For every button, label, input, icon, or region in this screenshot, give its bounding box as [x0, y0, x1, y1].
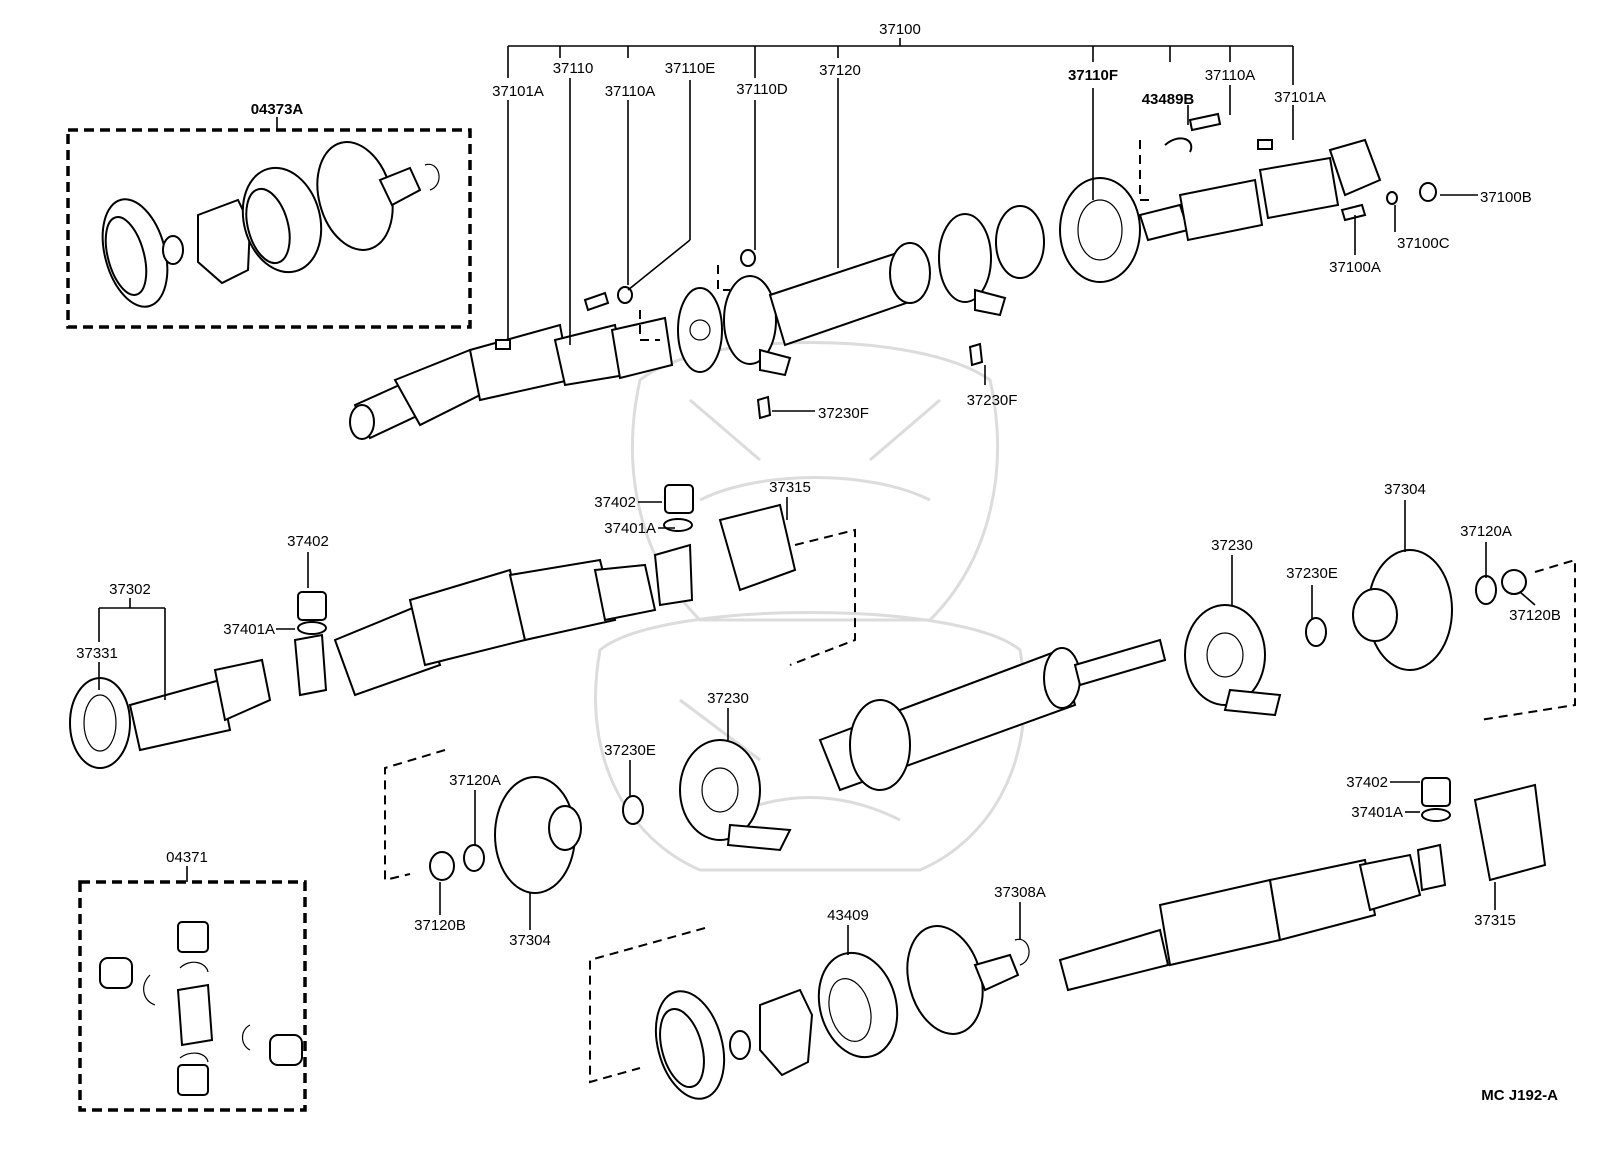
- label-37100A: 37100A: [1329, 259, 1381, 276]
- rubber-coupling: [1059, 177, 1141, 283]
- label-37101A-2: 37101A: [1274, 89, 1326, 106]
- label-37110D: 37110D: [736, 81, 788, 98]
- center-bearing-4: [679, 739, 792, 852]
- label-37101A-1: 37101A: [492, 83, 544, 100]
- label-37120: 37120: [819, 62, 861, 79]
- label-37401A-2: 37401A: [223, 621, 275, 638]
- watermark-emblem: [594, 341, 1026, 872]
- top-propeller-shaft: [349, 138, 1382, 440]
- label-37100: 37100: [879, 21, 921, 38]
- cv-joint-outer-housing: [316, 141, 422, 251]
- label-37110A-2: 37110A: [1205, 67, 1256, 84]
- middle-right-shaft: [818, 549, 1576, 792]
- middle-lower-parts: [384, 739, 792, 894]
- cv-joint-cover: [101, 198, 169, 308]
- middle-leader-lines: [98, 497, 1536, 930]
- bottom-leader-lines: [847, 781, 1496, 955]
- cv-joint-cover-bottom: [654, 990, 726, 1100]
- label-04373A: 04373A: [251, 101, 304, 118]
- label-43489B: 43489B: [1142, 91, 1195, 108]
- label-37110E: 37110E: [665, 60, 716, 77]
- flange-yoke: [677, 287, 723, 373]
- label-37401A-1: 37401A: [604, 520, 656, 537]
- bottom-propeller-shaft: [589, 777, 1547, 1100]
- label-37120A-2: 37120A: [449, 772, 501, 789]
- diagram-code: MC J192-A: [1481, 1087, 1558, 1104]
- label-37230F-2: 37230F: [967, 392, 1018, 409]
- label-37315-2: 37315: [1474, 912, 1516, 929]
- label-37402-1: 37402: [594, 494, 636, 511]
- part-labels: 37100 37110 37110E 37120 37101A 37110A 3…: [76, 21, 1561, 1104]
- label-37120B-1: 37120B: [1509, 607, 1561, 624]
- cv-joint-outer-housing-bottom: [906, 925, 1020, 1035]
- label-37230E-1: 37230E: [1286, 565, 1338, 582]
- label-43409: 43409: [827, 907, 869, 924]
- label-37120A-1: 37120A: [1460, 523, 1512, 540]
- companion-flange: [1352, 549, 1453, 671]
- kit-box-04371: [78, 866, 307, 1112]
- label-37402-2: 37402: [287, 533, 329, 550]
- label-37304-2: 37304: [509, 932, 551, 949]
- label-37230E-2: 37230E: [604, 742, 656, 759]
- label-37120B-2: 37120B: [414, 917, 466, 934]
- label-37401A-3: 37401A: [1351, 804, 1403, 821]
- label-37230F-1: 37230F: [818, 405, 869, 422]
- label-37230-1: 37230: [1211, 537, 1253, 554]
- label-37304-1: 37304: [1384, 481, 1426, 498]
- top-fasteners: [583, 112, 1437, 420]
- flange-yoke-middle: [718, 503, 797, 592]
- label-37100B: 37100B: [1480, 189, 1532, 206]
- cv-joint-inner-race-bottom: [817, 951, 899, 1059]
- label-37230-2: 37230: [707, 690, 749, 707]
- label-37302: 37302: [109, 581, 151, 598]
- label-37308A: 37308A: [994, 884, 1046, 901]
- label-37100C: 37100C: [1397, 235, 1450, 252]
- label-37110F: 37110F: [1068, 67, 1118, 84]
- label-04371: 04371: [166, 849, 208, 866]
- label-37315-1: 37315: [769, 479, 811, 496]
- middle-left-shaft: [69, 484, 856, 769]
- kit-box-04373A: [66, 117, 472, 329]
- center-bearing-3: [1184, 604, 1282, 717]
- slip-yoke: [69, 677, 131, 769]
- label-37110A-1: 37110A: [605, 83, 656, 100]
- label-37402-3: 37402: [1346, 774, 1388, 791]
- label-37110: 37110: [553, 60, 594, 77]
- center-bearing-2: [938, 213, 1007, 317]
- top-leader-lines: [507, 38, 1478, 412]
- companion-flange-2: [494, 776, 582, 894]
- label-37331: 37331: [76, 645, 118, 662]
- cv-joint-inner-race: [241, 166, 323, 274]
- center-bearing-1: [723, 275, 792, 377]
